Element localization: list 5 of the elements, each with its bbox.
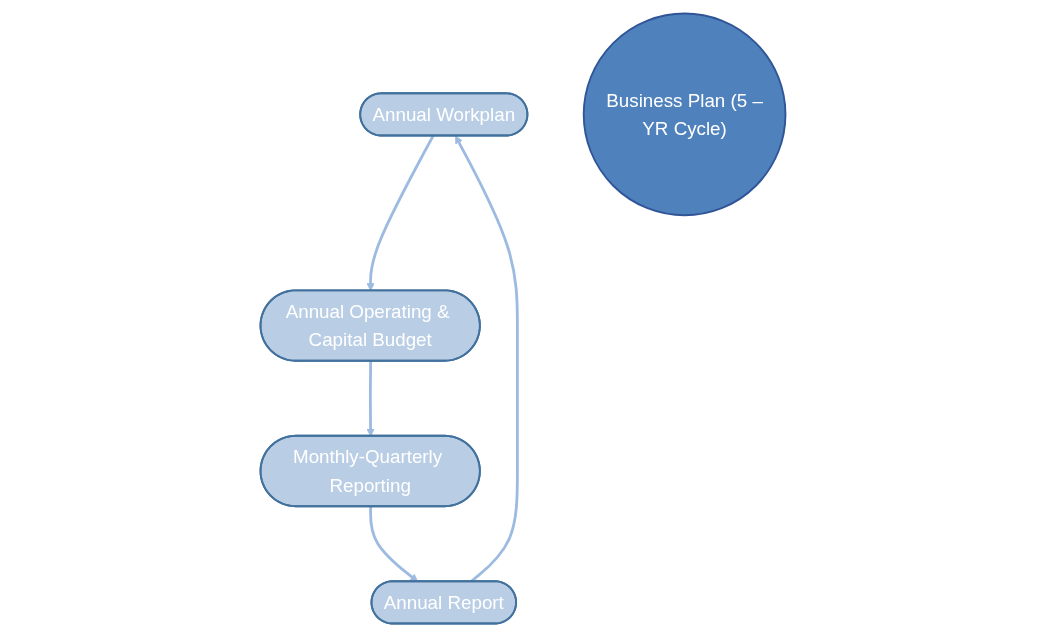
arrow (369, 506, 419, 583)
node-circle: Business Plan (5 –YR Cycle) (582, 12, 787, 217)
arrow (366, 361, 375, 437)
arrow (455, 135, 519, 583)
arrow (366, 135, 435, 292)
